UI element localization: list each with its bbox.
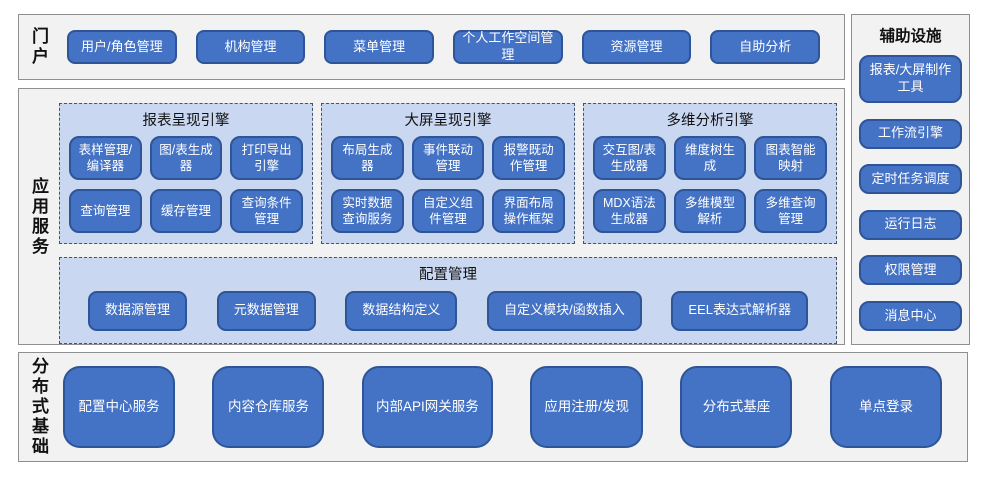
report-engine-title: 报表呈现引擎 [142,113,230,129]
node-permission-mgmt: 权限管理 [859,255,962,286]
auxiliary-stack: 报表/大屏制作工具 工作流引擎 定时任务调度 运行日志 权限管理 消息中心 [852,50,969,344]
portal-section: 门户 用户/角色管理 机构管理 菜单管理 个人工作空间管理 资源管理 自助分析 [18,14,845,80]
node-query-mgmt: 查询管理 [69,189,142,233]
engine-panels-row: 报表呈现引擎 表样管理/编译器 图/表生成器 打印导出引擎 查询管理 缓存管理 … [59,103,837,244]
node-query-condition-mgmt: 查询条件管理 [230,189,303,233]
olap-engine-title: 多维分析引擎 [666,113,754,129]
node-layout-generator: 布局生成器 [331,136,404,180]
node-workflow-engine: 工作流引擎 [859,118,962,149]
node-distributed-pedestal: 分布式基座 [680,366,793,448]
bigscreen-engine-title: 大屏呈现引擎 [404,113,492,129]
node-interactive-chart-generator: 交互图/表生成器 [593,136,666,180]
olap-engine-grid: 交互图/表生成器 维度树生成 图表智能映射 MDX语法生成器 多维模型解析 多维… [584,132,836,243]
config-mgmt-panel: 配置管理 数据源管理 元数据管理 数据结构定义 自定义模块/函数插入 EEL表达… [59,257,837,344]
bigscreen-engine-panel: 大屏呈现引擎 布局生成器 事件联动管理 报警既动作管理 实时数据查询服务 自定义… [321,103,575,244]
node-mdx-syntax-generator: MDX语法生成器 [593,189,666,233]
node-custom-component-mgmt: 自定义组件管理 [411,189,485,233]
node-user-role-mgmt: 用户/角色管理 [67,30,177,64]
node-personal-workspace-mgmt: 个人工作空间管理 [453,30,563,64]
node-table-style-compiler: 表样管理/编译器 [69,136,142,180]
node-cache-mgmt: 缓存管理 [149,189,223,233]
portal-button-row: 用户/角色管理 机构管理 菜单管理 个人工作空间管理 资源管理 自助分析 [67,30,821,64]
distributed-base-row: 配置中心服务 内容仓库服务 内部API网关服务 应用注册/发现 分布式基座 单点… [63,366,942,448]
config-mgmt-title: 配置管理 [419,267,477,283]
node-dimension-tree-generation: 维度树生成 [673,136,747,180]
bigscreen-engine-grid: 布局生成器 事件联动管理 报警既动作管理 实时数据查询服务 自定义组件管理 界面… [322,132,574,243]
auxiliary-section: 辅助设施 报表/大屏制作工具 工作流引擎 定时任务调度 运行日志 权限管理 消息… [851,14,970,345]
distributed-base-label: 分布式基础 [29,357,48,457]
node-multidim-query-mgmt: 多维查询管理 [754,189,827,233]
app-services-content: 报表呈现引擎 表样管理/编译器 图/表生成器 打印导出引擎 查询管理 缓存管理 … [59,103,837,344]
node-custom-module-function-insert: 自定义模块/函数插入 [487,290,642,331]
node-config-center-service: 配置中心服务 [63,366,175,448]
node-chart-table-generator: 图/表生成器 [149,136,223,180]
report-engine-grid: 表样管理/编译器 图/表生成器 打印导出引擎 查询管理 缓存管理 查询条件管理 [60,132,312,243]
node-alarm-action-mgmt: 报警既动作管理 [492,136,565,180]
node-internal-api-gateway-service: 内部API网关服务 [361,366,493,448]
node-self-service-analysis: 自助分析 [710,30,821,64]
node-run-log: 运行日志 [859,209,962,240]
node-multidim-model-parsing: 多维模型解析 [673,189,747,233]
node-menu-mgmt: 菜单管理 [324,30,435,64]
auxiliary-section-title: 辅助设施 [879,28,942,45]
app-services-section-label: 应用服务 [29,176,48,257]
node-content-repo-service: 内容仓库服务 [212,366,325,448]
report-engine-panel: 报表呈现引擎 表样管理/编译器 图/表生成器 打印导出引擎 查询管理 缓存管理 … [59,103,313,244]
config-mgmt-row: 数据源管理 元数据管理 数据结构定义 自定义模块/函数插入 EEL表达式解析器 [60,286,836,343]
node-print-export-engine: 打印导出引擎 [230,136,303,180]
node-org-mgmt: 机构管理 [195,30,306,64]
node-chart-smart-mapping: 图表智能映射 [754,136,827,180]
node-realtime-data-query: 实时数据查询服务 [331,189,404,233]
node-metadata-mgmt: 元数据管理 [216,290,316,331]
node-eel-expression-parser: EEL表达式解析器 [671,290,808,331]
node-ui-layout-framework: 界面布局操作框架 [492,189,565,233]
node-event-linkage-mgmt: 事件联动管理 [411,136,485,180]
node-data-structure-definition: 数据结构定义 [345,290,458,331]
node-message-center: 消息中心 [859,300,962,331]
app-services-section: 应用服务 报表呈现引擎 表样管理/编译器 图/表生成器 打印导出引擎 查询管理 … [18,88,845,345]
portal-section-label: 门户 [29,27,48,67]
node-scheduled-task: 定时任务调度 [859,164,962,195]
node-app-register-discovery: 应用注册/发现 [530,366,643,448]
node-datasource-mgmt: 数据源管理 [88,290,188,331]
node-report-bigscreen-tool: 报表/大屏制作工具 [859,55,962,103]
distributed-base-section: 分布式基础 配置中心服务 内容仓库服务 内部API网关服务 应用注册/发现 分布… [18,352,968,462]
node-resource-mgmt: 资源管理 [581,30,692,64]
node-single-sign-on: 单点登录 [829,366,942,448]
olap-engine-panel: 多维分析引擎 交互图/表生成器 维度树生成 图表智能映射 MDX语法生成器 多维… [583,103,837,244]
